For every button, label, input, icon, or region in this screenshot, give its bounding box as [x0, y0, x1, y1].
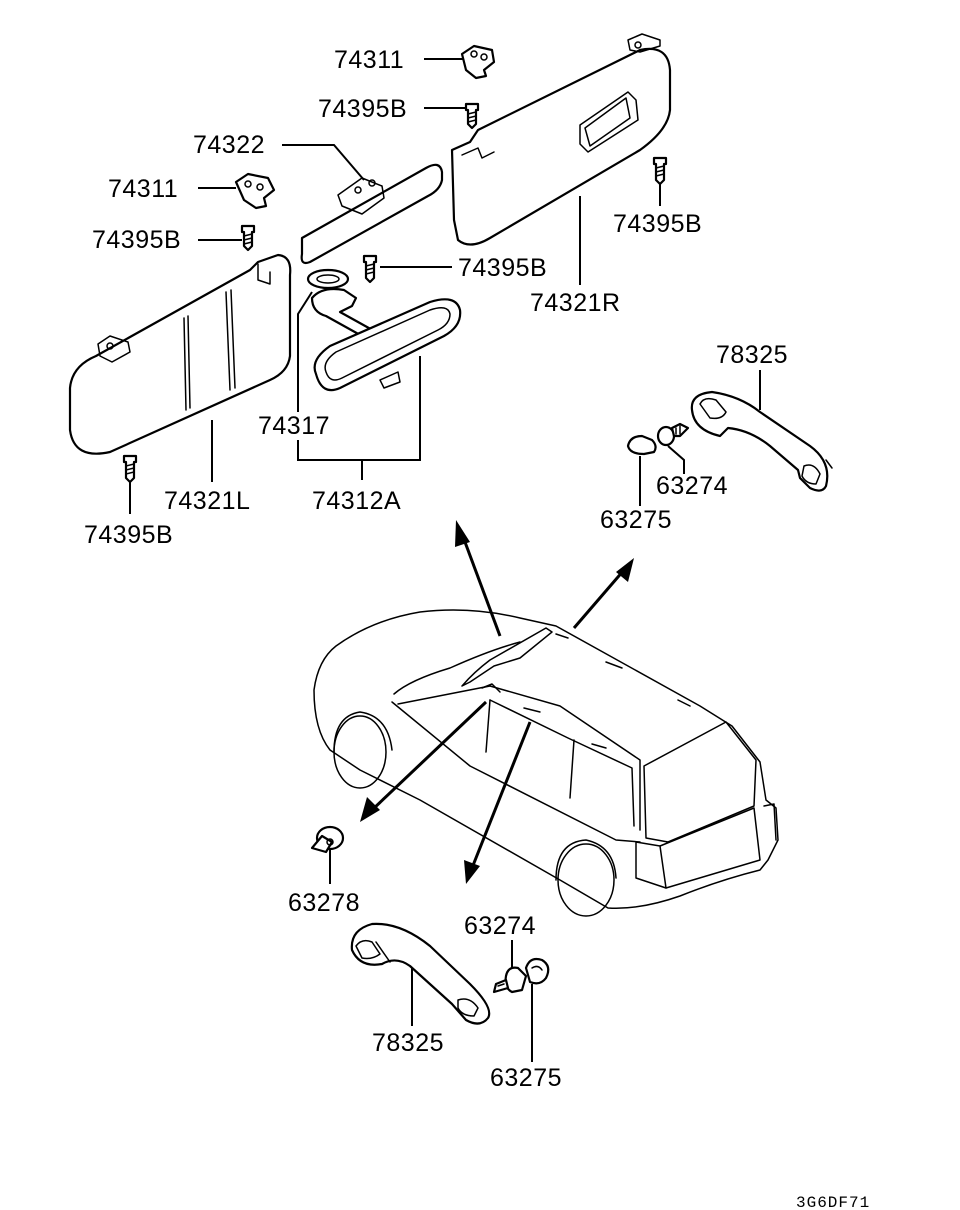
clip-74311-left	[234, 172, 276, 210]
explode-arrows	[360, 520, 634, 884]
label-78325-bottom: 78325	[372, 1029, 444, 1057]
grip-handle-top	[690, 390, 833, 492]
cap-63275-top	[626, 434, 657, 456]
label-74395b-left: 74395B	[92, 226, 181, 254]
label-74395b-top: 74395B	[318, 95, 407, 123]
station-wagon-outline	[313, 609, 779, 917]
label-63274-top: 63274	[656, 472, 728, 500]
screw-63274-top	[656, 422, 690, 447]
label-74395b-mid: 74395B	[458, 254, 547, 282]
label-63274-bottom: 63274	[464, 912, 536, 940]
label-63275-top: 63275	[600, 506, 672, 534]
sun-visor-left	[68, 253, 292, 455]
leader-lines	[129, 58, 761, 1062]
sun-visor-right	[450, 33, 672, 246]
label-74395b-right: 74395B	[613, 210, 702, 238]
rear-view-mirror	[306, 268, 462, 392]
screw-74395b-bottom	[122, 454, 138, 484]
screw-74395b-left	[240, 224, 256, 252]
label-63278: 63278	[288, 889, 360, 917]
label-74312a: 74312A	[312, 487, 401, 515]
screw-74395b-mid	[362, 254, 378, 284]
grip-handle-bottom	[350, 922, 491, 1025]
screw-74395b-right	[652, 156, 668, 186]
label-63275-bottom: 63275	[490, 1064, 562, 1092]
visor-holder	[300, 163, 444, 265]
figure-code: 3G6DF71	[796, 1194, 870, 1210]
label-74321r: 74321R	[530, 289, 621, 317]
screw-63274-bottom	[492, 966, 528, 994]
label-74311-left: 74311	[108, 175, 178, 203]
label-74317: 74317	[258, 412, 330, 440]
label-74321l: 74321L	[164, 487, 250, 515]
label-78325-top: 78325	[716, 341, 788, 369]
clip-74311-top	[460, 44, 496, 80]
part-labels: 74311 74395B 74322 74311 74395B 74395B 7…	[84, 46, 870, 1210]
label-74395b-bottom: 74395B	[84, 521, 173, 549]
clip-63278	[310, 825, 345, 854]
cap-63275-bottom	[524, 957, 550, 985]
screw-74395b-top	[464, 102, 480, 130]
label-74311-top: 74311	[334, 46, 404, 74]
label-74322: 74322	[193, 131, 265, 159]
